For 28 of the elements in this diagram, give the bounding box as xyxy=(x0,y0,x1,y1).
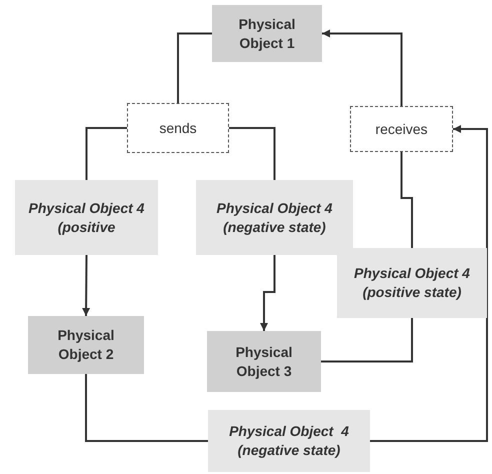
connector-line xyxy=(321,318,413,362)
node-label: Physical Object 4 (negative state) xyxy=(228,422,350,460)
connector-line xyxy=(229,127,276,180)
node-label: sends xyxy=(159,118,197,138)
node-label: Physical Object 3 xyxy=(234,342,294,380)
state-box xyxy=(15,180,158,255)
arrow xyxy=(260,255,276,331)
node-label: Physical Object 4 (positive xyxy=(28,198,146,236)
node-label: Physical Object 2 xyxy=(56,326,116,364)
node-label: Physical Object 4 (negative state) xyxy=(216,198,334,236)
connector-line xyxy=(400,152,413,248)
action-box xyxy=(350,106,453,152)
connector-line xyxy=(85,374,208,442)
connector-line xyxy=(177,32,212,103)
state-box xyxy=(208,410,370,472)
object-box xyxy=(212,5,322,62)
arrow xyxy=(82,255,90,316)
arrow xyxy=(322,30,402,106)
node-label: Physical Object 1 xyxy=(238,14,296,52)
state-box xyxy=(196,180,353,255)
node-label: receives xyxy=(375,120,428,138)
object-box xyxy=(207,331,321,392)
node-label: Physical Object 4 (positive state) xyxy=(353,264,471,302)
state-box xyxy=(337,248,487,318)
arrow xyxy=(370,125,488,442)
connector-line xyxy=(86,127,127,180)
object-box xyxy=(28,316,144,374)
action-box xyxy=(127,103,229,153)
